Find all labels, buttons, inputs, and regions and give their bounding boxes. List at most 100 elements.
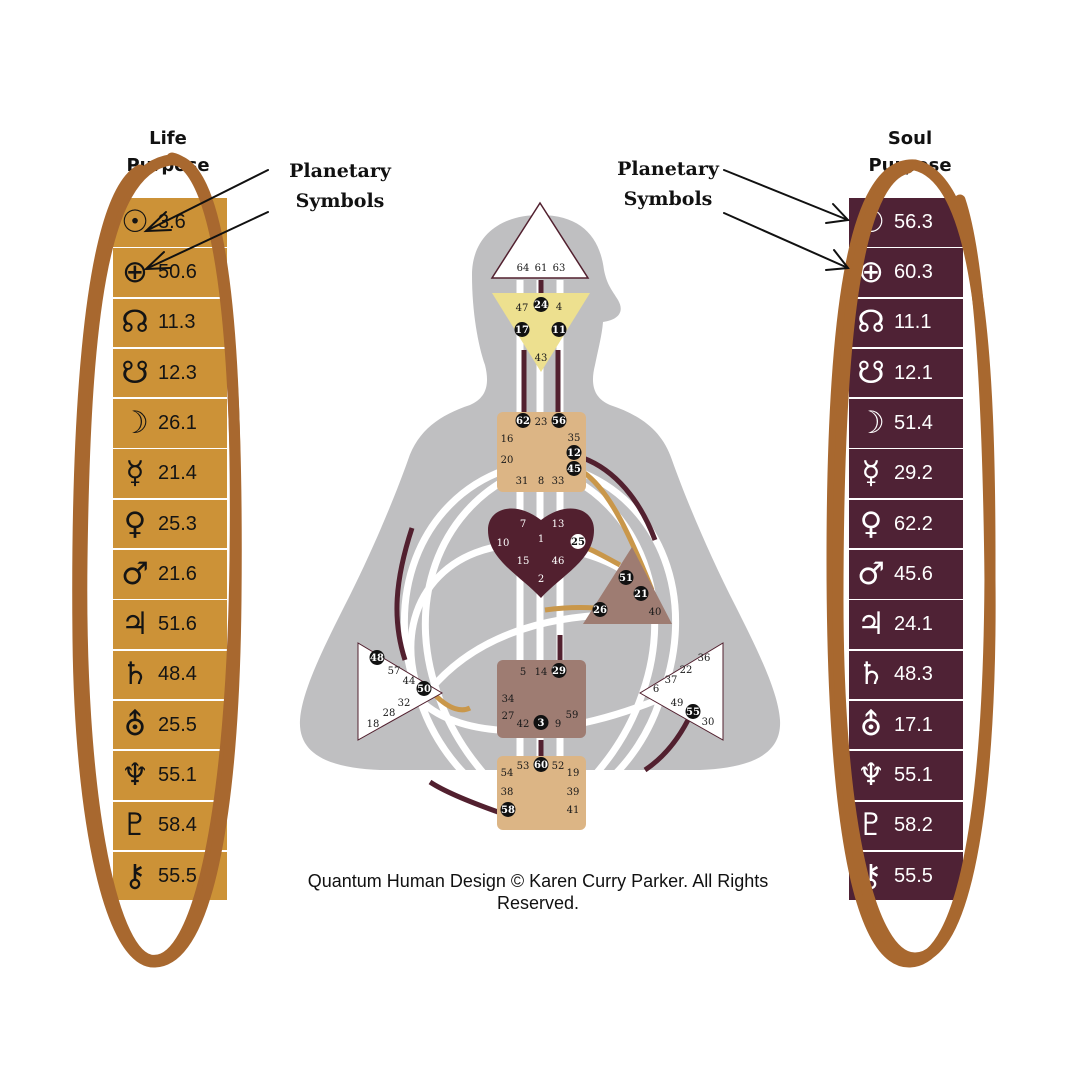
soul-purpose-heading-line1: Soul <box>887 128 933 149</box>
soul-purpose-row: ☉56.3 <box>849 198 963 247</box>
right-annotation-label: Planetary Symbols <box>598 154 738 214</box>
solar-plexus-center <box>639 642 724 741</box>
gate-number: 40 <box>649 607 662 618</box>
gate-number: 55 <box>686 707 700 718</box>
planet-value: 21.6 <box>158 562 197 585</box>
jupiter-icon: ♃ <box>121 606 149 643</box>
mars-icon: ♂ <box>121 555 149 592</box>
gate-number: 24 <box>534 300 548 311</box>
planet-value: 51.4 <box>894 411 933 434</box>
life-purpose-row: ☋ 12.3 <box>113 348 227 398</box>
gate-activation-dot <box>515 413 531 428</box>
gate-number: 22 <box>680 665 693 676</box>
gate-number: 60 <box>534 760 548 771</box>
right-annotation-line1: Planetary <box>617 158 719 180</box>
gate-number: 45 <box>567 464 581 475</box>
life-purpose-heading-line1: Life <box>149 128 187 149</box>
gate-number: 10 <box>497 538 510 549</box>
planet-value: 11.1 <box>894 311 932 334</box>
gate-activation-dot <box>551 413 567 428</box>
pluto-icon: ♇ <box>121 807 149 844</box>
soul-purpose-row: ♂45.6 <box>849 550 963 599</box>
soul-purpose-row: ♀62.2 <box>849 499 963 549</box>
spleen-center <box>357 642 444 741</box>
gate-number: 25 <box>571 537 585 548</box>
planet-value: 29.2 <box>894 462 933 485</box>
soul-purpose-row: ☽51.4 <box>849 399 963 448</box>
chiron-icon: ⚷ <box>859 857 883 894</box>
left-annotation-line1: Planetary <box>289 160 391 182</box>
mars-icon: ♂ <box>857 555 885 592</box>
gate-number: 12 <box>567 448 581 459</box>
planet-value: 50.6 <box>158 261 197 284</box>
gate-number: 42 <box>517 719 530 730</box>
north-node-icon: ☊ <box>857 304 885 341</box>
gate-activation-dot <box>633 586 649 601</box>
neptune-icon: ♆ <box>857 757 885 794</box>
gate-activation-dot <box>500 802 516 817</box>
gate-number: 56 <box>552 416 566 427</box>
gate-number: 46 <box>552 556 565 567</box>
gate-number: 16 <box>501 434 514 445</box>
gate-number: 26 <box>593 605 607 616</box>
life-purpose-row: ☿21.4 <box>113 449 227 498</box>
right-annotation-line2: Symbols <box>623 188 713 210</box>
gate-number: 11 <box>552 325 566 336</box>
gate-number: 51 <box>619 573 633 584</box>
gate-activation-dot <box>566 461 582 476</box>
neptune-icon: ♆ <box>121 757 149 794</box>
life-purpose-heading-line2: Purpose <box>126 155 210 176</box>
life-purpose-row: ⛢ 25.5 <box>113 700 227 750</box>
gate-number: 20 <box>501 455 514 466</box>
gate-number: 52 <box>552 761 565 772</box>
gate-number: 64 <box>517 263 530 274</box>
moon-icon: ☽ <box>121 404 149 441</box>
planet-value: 51.6 <box>158 613 197 636</box>
planet-value: 11.3 <box>158 311 196 334</box>
planet-value: 55.1 <box>158 764 197 787</box>
gate-number: 27 <box>502 711 515 722</box>
gate-number: 57 <box>388 666 401 677</box>
copyright-credit: Quantum Human Design © Karen Curry Parke… <box>307 871 769 913</box>
gate-number: 5 <box>520 667 526 678</box>
earth-icon: ⊕ <box>122 254 148 291</box>
life-purpose-row: ♆ 55.1 <box>113 751 227 800</box>
gate-number: 36 <box>698 653 711 664</box>
pluto-icon: ♇ <box>857 807 885 844</box>
planet-value: 60.3 <box>894 261 933 284</box>
activation-50 <box>433 693 472 713</box>
uranus-icon: ⛢ <box>123 706 147 743</box>
gate-activation-dot <box>592 602 608 617</box>
mercury-icon: ☿ <box>861 455 881 492</box>
planet-value: 55.5 <box>158 864 197 887</box>
gate-number: 23 <box>535 417 548 428</box>
soul-purpose-row: ☊ 11.1 <box>849 298 963 348</box>
life-purpose-row: ☉ 3.6 <box>113 198 227 247</box>
arc-right-outer <box>572 466 680 811</box>
gate-number: 43 <box>535 353 548 364</box>
planet-value: 3.6 <box>158 210 186 233</box>
sun-icon: ☉ <box>121 203 149 240</box>
sacral-center <box>497 660 586 738</box>
south-node-icon: ☋ <box>121 354 149 391</box>
activation-58 <box>428 779 499 815</box>
planet-value: 26.1 <box>158 411 197 434</box>
activation-left-arc <box>394 527 415 661</box>
planet-value: 55.5 <box>894 864 933 887</box>
gate-number: 62 <box>516 416 530 427</box>
gate-number: 29 <box>552 666 566 677</box>
gate-number: 32 <box>398 698 411 709</box>
north-node-icon: ☊ <box>121 304 149 341</box>
planet-value: 12.3 <box>158 361 197 384</box>
life-purpose-row: ⚷55.5 <box>113 851 227 901</box>
planet-value: 25.5 <box>158 713 197 736</box>
planet-value: 55.1 <box>894 764 933 787</box>
planet-value: 17.1 <box>894 713 933 736</box>
gate-activation-dot <box>369 650 385 665</box>
gate-number: 33 <box>552 476 565 487</box>
gate-number: 4 <box>556 302 562 313</box>
gate-number: 3 <box>538 718 545 729</box>
gate-number: 15 <box>517 556 530 567</box>
left-annotation-line2: Symbols <box>295 190 385 212</box>
gate-number: 53 <box>517 761 530 772</box>
